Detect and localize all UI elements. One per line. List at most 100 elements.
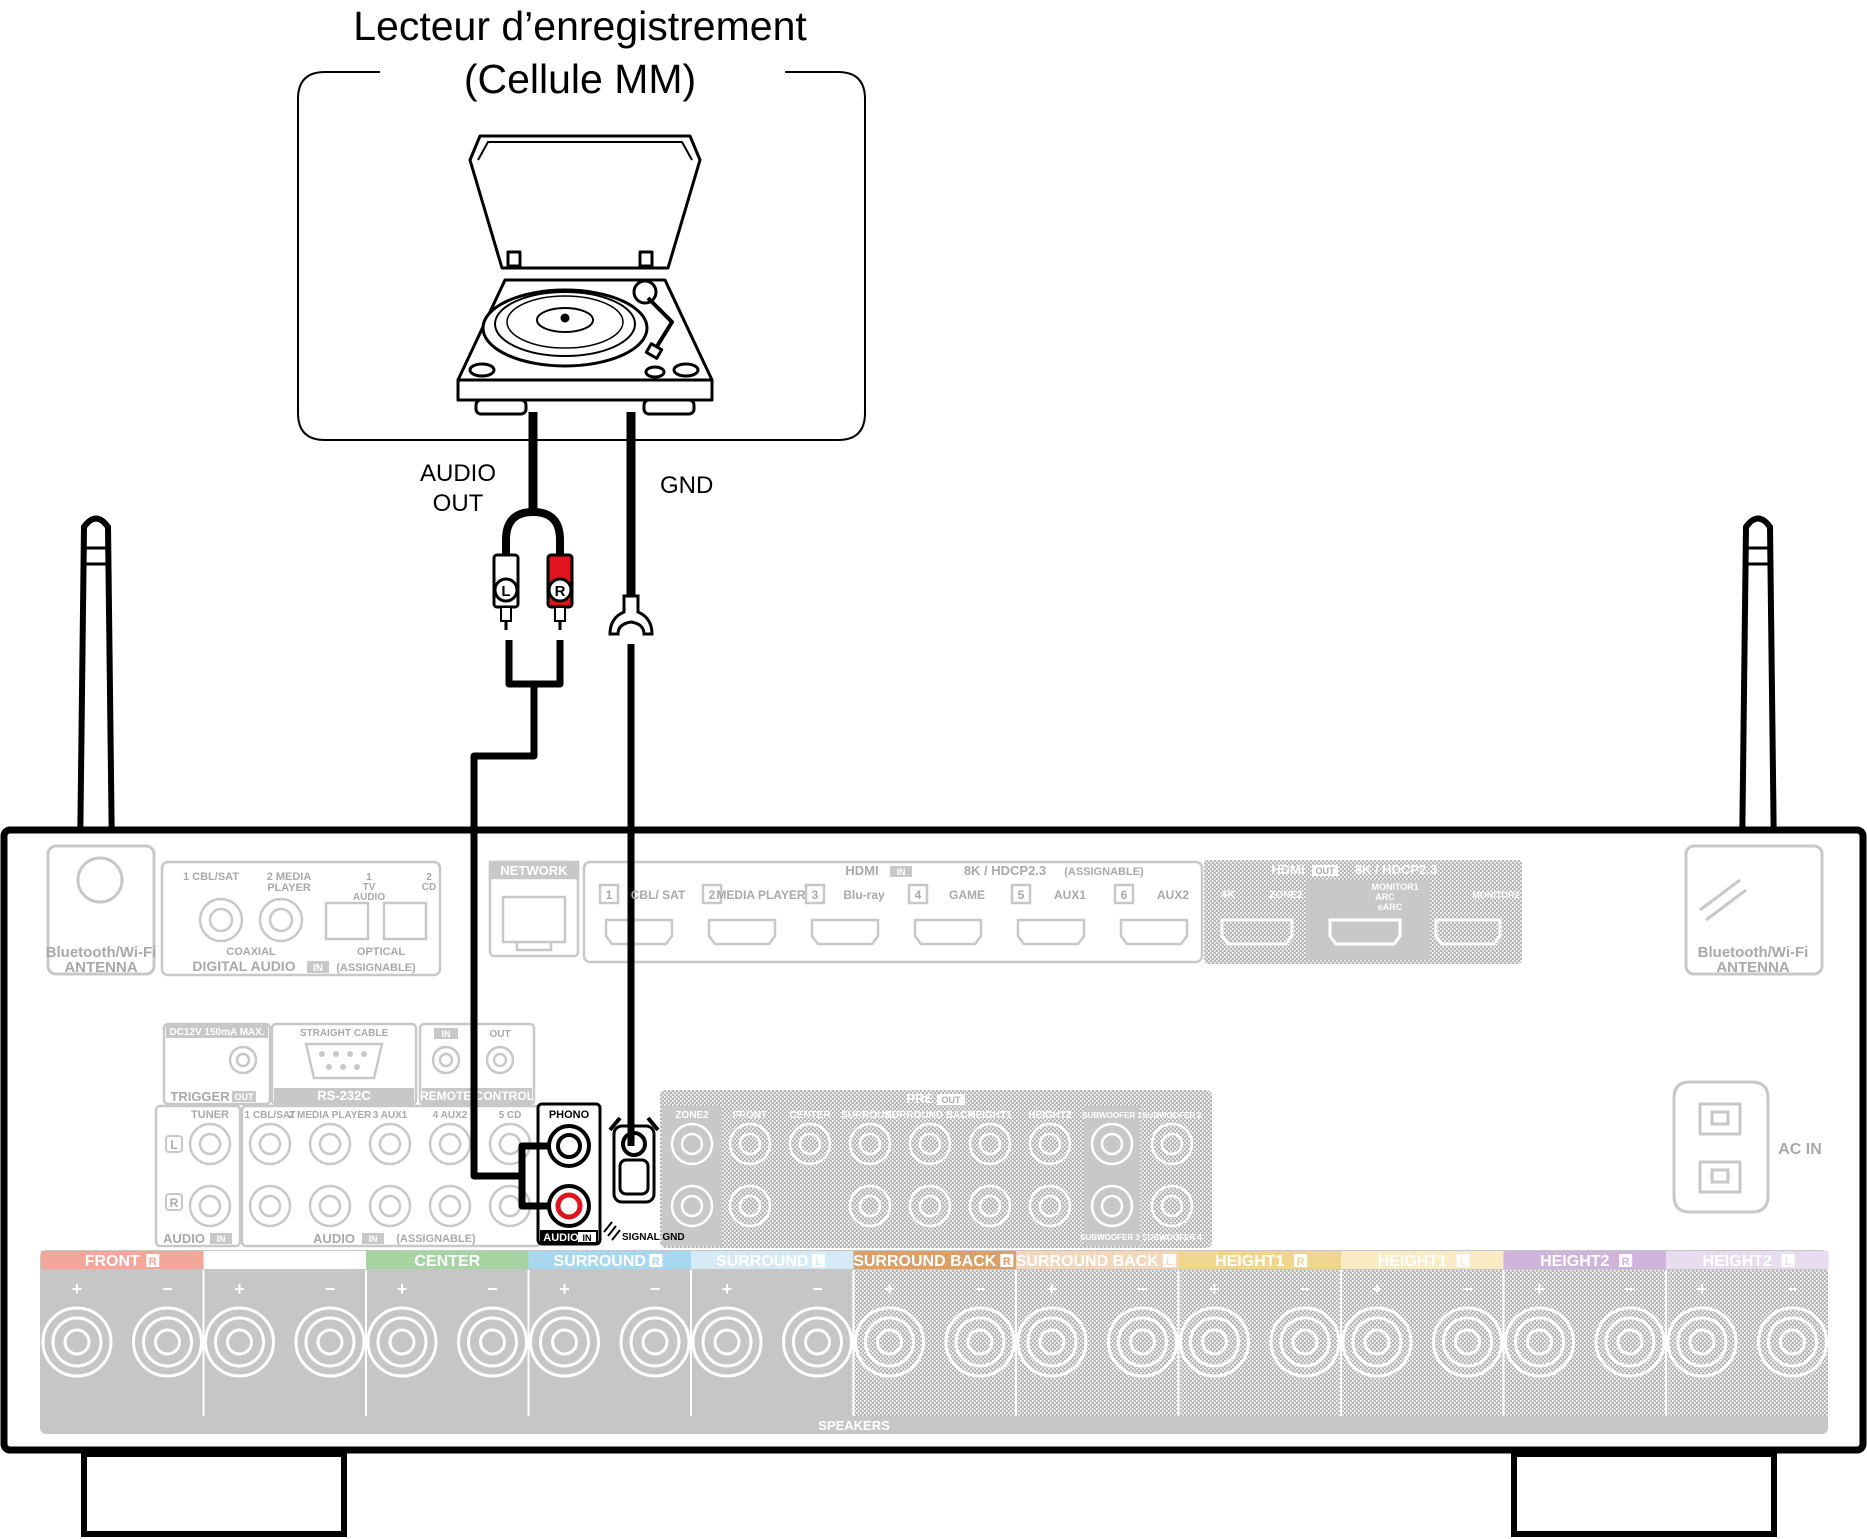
speakers-footer: SPEAKERS	[818, 1418, 890, 1433]
analog-in-badge-left: IN	[217, 1234, 226, 1244]
pre-out-channel-label: SUBWOOFER 2	[1142, 1111, 1202, 1120]
pre-out-channel-label: SUBWOOFER 1	[1082, 1111, 1142, 1120]
audio-out-label-1: AUDIO	[420, 460, 496, 487]
speaker-terminal	[944, 1306, 1016, 1378]
pre-out-channel-label: ZONE2	[675, 1110, 709, 1121]
speaker-channel-name: CENTER	[414, 1253, 480, 1270]
pre-out-jack	[1090, 1122, 1134, 1166]
speaker-terminal	[1504, 1306, 1575, 1378]
speaker-minus-label: −	[812, 1279, 823, 1299]
turntable-icon	[456, 134, 714, 416]
analog-in-jack	[368, 1184, 412, 1228]
antenna-mount-right	[1684, 844, 1824, 976]
speaker-terminal	[619, 1306, 691, 1378]
hdmi-in-port-name: AUX2	[1157, 888, 1189, 902]
speaker-minus-label: −	[1462, 1279, 1473, 1299]
pre-out-jack	[1150, 1122, 1194, 1166]
hdmi-in-spec: 8K / HDCP2.3	[964, 863, 1046, 878]
pre-out-jack	[968, 1184, 1012, 1228]
speaker-channel-header	[1016, 1251, 1179, 1269]
pre-out-sub3: SUBWOOFER 3	[1080, 1233, 1140, 1242]
antenna-left-label-2: ANTENNA	[64, 959, 137, 976]
hdmi-in-port-number-box	[907, 883, 929, 905]
audio-cable	[470, 412, 564, 1210]
title-line-2: (Cellule MM)	[464, 56, 696, 102]
pre-out-jack	[968, 1122, 1012, 1166]
optical-2-label-a: 2	[426, 872, 432, 883]
hdmi-out-monitor2: MONITOR2	[1472, 890, 1519, 900]
analog-audio-label-left: AUDIO	[163, 1231, 205, 1246]
analog-right-label: R	[170, 1196, 179, 1210]
speaker-terminal	[529, 1306, 600, 1378]
hdmi-in-port-number: 2	[709, 888, 716, 902]
rca-plug-left: L	[492, 553, 520, 630]
speaker-channel-side: L	[312, 1256, 319, 1268]
hdmi-in-port-number-box	[598, 883, 620, 905]
hdmi-in-port-name: GAME	[949, 888, 985, 902]
hdmi-in-connector	[1016, 918, 1086, 946]
analog-in-jack	[248, 1122, 292, 1166]
speaker-channel-header	[41, 1251, 204, 1269]
antenna-right	[1738, 515, 1778, 861]
hdmi-in-connector	[604, 918, 674, 946]
hdmi-out-zone2: ZONE2	[1269, 890, 1303, 901]
hdmi-out-earc: eARC	[1378, 902, 1403, 912]
speaker-minus-label: −	[325, 1279, 336, 1299]
pre-out-jack	[848, 1122, 892, 1166]
speaker-plus-label: +	[397, 1279, 408, 1299]
analog-in-jack	[428, 1184, 472, 1228]
signal-gnd-label: SIGNAL GND	[622, 1232, 685, 1243]
hdmi-in-assignable: (ASSIGNABLE)	[1064, 866, 1144, 878]
speaker-channel-side: R	[1003, 1256, 1011, 1268]
speaker-plus-label: +	[1372, 1279, 1383, 1299]
pre-out-channel-label: HEIGHT1	[968, 1110, 1012, 1121]
signal-gnd-terminal	[608, 1116, 660, 1204]
network-label: NETWORK	[500, 863, 568, 878]
optical-1-label-c: AUDIO	[353, 892, 385, 903]
speaker-terminal	[41, 1306, 113, 1378]
speaker-terminal	[1016, 1306, 1088, 1378]
antenna-right-label-1: Bluetooth/Wi-Fi	[1698, 944, 1809, 961]
analog-in-jack	[308, 1122, 352, 1166]
plug-right-label: R	[555, 583, 566, 600]
gnd-spade-lug	[608, 594, 654, 636]
antenna-left-label-1: Bluetooth/Wi-Fi	[46, 944, 157, 961]
rca-plug-right: R	[546, 553, 574, 630]
speaker-plus-label: +	[722, 1279, 733, 1299]
speaker-minus-label: −	[650, 1279, 661, 1299]
analog-in-label: 2 MEDIA PLAYER	[289, 1110, 372, 1121]
pre-out-jack	[1150, 1184, 1194, 1228]
speaker-channel-name: FRONT	[85, 1253, 140, 1270]
speaker-channel-name: SURROUND BACK	[853, 1253, 997, 1270]
hdmi-in-header: HDMI	[845, 863, 878, 878]
speaker-terminal	[782, 1306, 853, 1378]
speaker-minus-label: −	[975, 1279, 986, 1299]
hdmi-in-port-number-box	[1010, 883, 1032, 905]
optical-1-label-b: TV	[363, 882, 376, 893]
speaker-minus-label: −	[1137, 1279, 1148, 1299]
speaker-terminal	[457, 1306, 528, 1378]
rs232-label: RS-232C	[317, 1088, 371, 1103]
speaker-channel-side: L	[1166, 1256, 1173, 1268]
speaker-terminal	[1757, 1306, 1828, 1378]
hdmi-out-spec: 8K / HDCP2.3	[1355, 862, 1437, 877]
speaker-minus-label: −	[487, 1279, 498, 1299]
hdmi-out-monitor1: MONITOR1	[1371, 882, 1418, 892]
speaker-terminal	[1594, 1306, 1666, 1378]
digital-audio-footer: DIGITAL AUDIO	[192, 958, 295, 974]
hdmi-out-arc: ARC	[1375, 892, 1395, 902]
digital-in-1-label: 1 CBL/SAT	[183, 871, 239, 883]
speaker-channel-name: FRONT	[247, 1253, 302, 1270]
network-port	[488, 860, 580, 958]
coaxial-label: COAXIAL	[226, 946, 276, 958]
speaker-channel-side: L	[1460, 1256, 1467, 1268]
speaker-terminal	[691, 1306, 763, 1378]
gnd-label: GND	[660, 472, 713, 499]
trigger-spec: DC12V 150mA MAX.	[169, 1027, 264, 1038]
speaker-plus-label: +	[1697, 1279, 1708, 1299]
pre-out-jack	[670, 1122, 714, 1166]
speaker-plus-label: +	[1209, 1279, 1220, 1299]
pre-out-channel-label: SURROUND	[841, 1110, 899, 1121]
antenna-left	[76, 515, 116, 861]
phono-label: PHONO	[549, 1109, 590, 1121]
